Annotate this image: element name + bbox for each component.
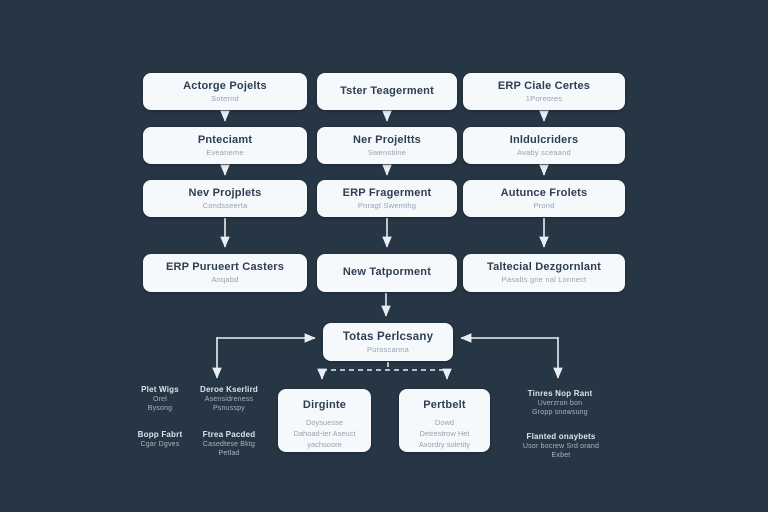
flow-node-r1c2: Tster Teagerment — [317, 73, 457, 110]
note-title: Deroe Kserlird — [200, 385, 258, 394]
node-title: Taltecial Dezgornlant — [486, 261, 602, 274]
side-note-left-3: Bopp Fabrt Cgar Dgves — [126, 430, 194, 449]
note-line: Cgar Dgves — [140, 441, 180, 449]
flow-node-r3c3: Autunce Frolets Prond — [463, 180, 625, 217]
node-line: Avordry soletity — [418, 440, 471, 450]
node-title: Nev Projplets — [188, 186, 262, 199]
node-line: Dahoad-ter Aseuct — [293, 429, 356, 438]
flow-node-r2c3: Inldulcriders Avaby sceaand — [463, 127, 625, 164]
note-line: Petlad — [218, 450, 240, 458]
node-line: Detrestrow Het — [419, 429, 470, 438]
node-subtitle: 1Poreores — [525, 93, 563, 103]
node-title: Pnteciamt — [197, 133, 253, 146]
note-line: Bysong — [147, 405, 173, 413]
flow-node-bottom-2: Pertbelt Dowd Detrestrow Het Avordry sol… — [399, 389, 490, 452]
node-subtitle: Pnragt Swemthg — [357, 200, 417, 210]
node-title: Tster Teagerment — [340, 84, 434, 97]
note-line: Casedtese Bktg — [202, 441, 256, 449]
note-line: Orel — [152, 396, 168, 404]
side-note-right-2: Flanted onaybets Usor bocrew Srd orand E… — [502, 432, 620, 461]
flow-node-bottom-1: Dirginte Doysuesse Dahoad-ter Aseuct yac… — [278, 389, 371, 452]
node-subtitle: Condsseerta — [202, 200, 248, 210]
note-title: Flanted onaybets — [526, 432, 596, 441]
side-note-right-1: Tinres Nop Rant Uverzron bon Gropp snows… — [508, 389, 612, 418]
node-title: New Tatporment — [342, 266, 432, 279]
node-title: ERP Ciale Certes — [497, 79, 591, 92]
node-line: yachsoore — [307, 440, 342, 450]
note-line: Gropp snowsung — [532, 409, 588, 417]
note-line: Usor bocrew Srd orand — [522, 443, 600, 451]
flow-node-r2c2: Ner Projeltts Swenstiine — [317, 127, 457, 164]
note-title: Ftrea Pacded — [202, 430, 256, 439]
node-title: ERP Purueert Casters — [165, 261, 285, 274]
flow-node-r1c3: ERP Ciale Certes 1Poreores — [463, 73, 625, 110]
node-line: Doysuesse — [305, 417, 344, 427]
flow-node-hub: Totas Perlcsany Puroscanna — [323, 323, 453, 361]
flow-node-r4c2: New Tatporment — [317, 254, 457, 292]
node-title: Ner Projeltts — [352, 133, 421, 146]
node-subtitle: Soternd — [211, 93, 239, 103]
node-subtitle: Prond — [533, 200, 555, 210]
side-note-left-1: Plet Wigs Orel Bysong — [126, 385, 194, 414]
note-line: Uverzron bon — [537, 400, 583, 408]
flow-node-r3c1: Nev Projplets Condsseerta — [143, 180, 307, 217]
flow-node-r3c2: ERP Fragerment Pnragt Swemthg — [317, 180, 457, 217]
hub-title: Totas Perlcsany — [342, 331, 434, 344]
note-title: Bopp Fabrt — [137, 430, 183, 439]
note-line: Asensidreness — [204, 396, 254, 404]
node-subtitle: Anqabd — [211, 275, 239, 285]
note-line: Psnusspy — [213, 405, 245, 413]
flow-node-r1c1: Actorge Pojelts Soternd — [143, 73, 307, 110]
hub-subtitle: Puroscanna — [366, 344, 410, 354]
node-title: Inldulcriders — [509, 133, 579, 146]
note-title: Plet Wigs — [141, 385, 179, 394]
node-title: Pertbelt — [423, 399, 466, 411]
node-subtitle: Pasalts gne nal Lonnect — [501, 275, 587, 285]
node-title: Autunce Frolets — [500, 186, 588, 199]
node-title: Dirginte — [302, 399, 347, 411]
node-subtitle: Avaby sceaand — [517, 147, 571, 157]
node-subtitle: Swenstiine — [367, 147, 407, 157]
side-note-left-2: Deroe Kserlird Asensidreness Psnusspy — [190, 385, 268, 414]
flow-node-r2c1: Pnteciamt Eveaneme — [143, 127, 307, 164]
node-line: Dowd — [434, 417, 455, 427]
note-title: Tinres Nop Rant — [527, 389, 593, 398]
node-subtitle: Eveaneme — [206, 147, 244, 157]
side-note-left-4: Ftrea Pacded Casedtese Bktg Petlad — [186, 430, 272, 459]
flow-node-r4c3: Taltecial Dezgornlant Pasalts gne nal Lo… — [463, 254, 625, 292]
node-title: Actorge Pojelts — [183, 79, 267, 92]
node-title: ERP Fragerment — [342, 186, 432, 199]
flow-node-r4c1: ERP Purueert Casters Anqabd — [143, 254, 307, 292]
note-line: Exbet — [551, 452, 571, 460]
